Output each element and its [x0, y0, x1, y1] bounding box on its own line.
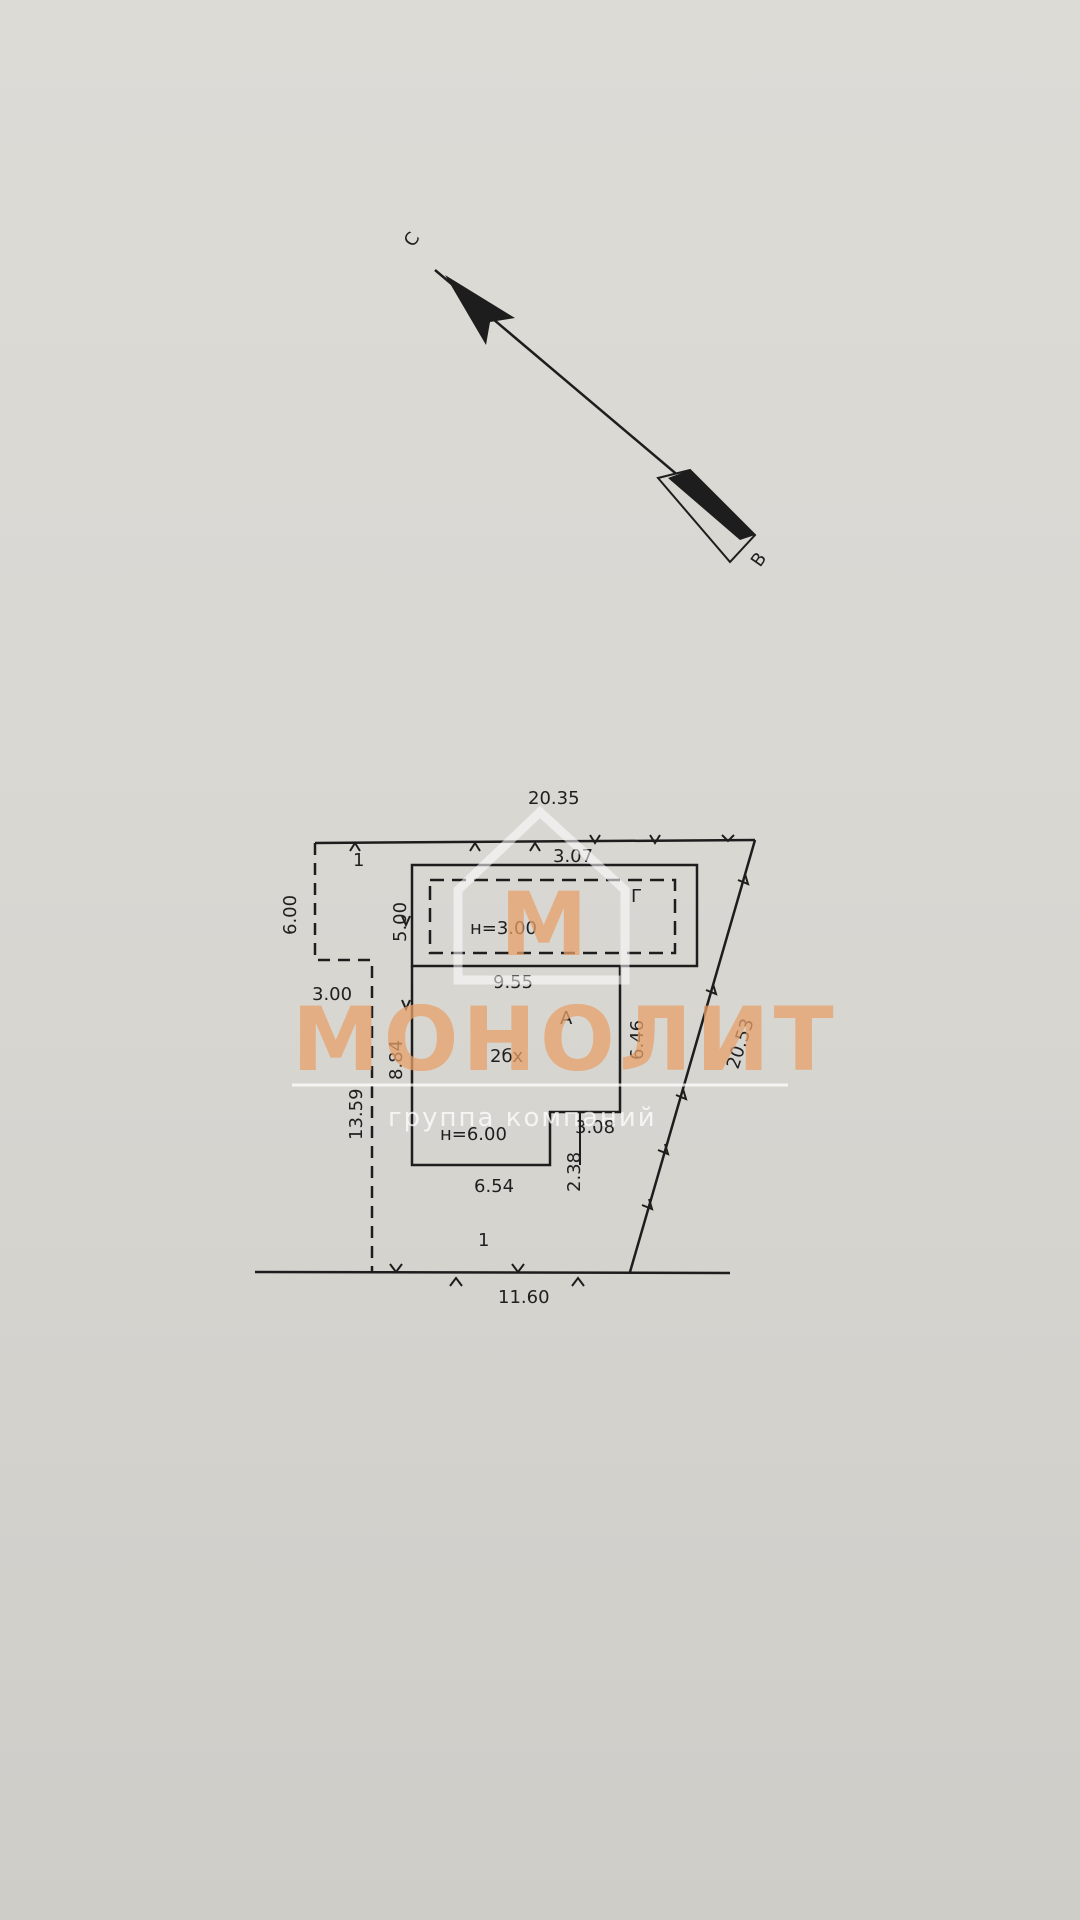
- plot-left-offset-h: 3.00: [312, 984, 352, 1005]
- tick-mark: [389, 1263, 403, 1274]
- building-a-outline: [410, 966, 622, 1167]
- tick-mark: [705, 983, 718, 996]
- building-a-floors: 2бх: [490, 1046, 524, 1067]
- tick-mark: [641, 1198, 654, 1211]
- building-g-letter: Г: [631, 886, 642, 907]
- tick-mark: [469, 841, 481, 852]
- tick-mark: [401, 999, 411, 1012]
- watermark-name: МОНОЛИТ: [292, 988, 838, 1091]
- tick-mark: [657, 1143, 670, 1156]
- building-g: [410, 863, 699, 968]
- tick-mark: [675, 1088, 688, 1101]
- tick-mark: [721, 834, 735, 843]
- compass-east-label: В: [747, 549, 771, 571]
- watermark: М МОНОЛИТ группа компаний: [292, 805, 838, 1133]
- tick-mark: [589, 834, 601, 845]
- compass-tail-fill: [668, 470, 755, 540]
- building-a-step-h-dim: 3.08: [575, 1117, 615, 1138]
- building-a-left-dim: 8.84: [386, 1040, 407, 1080]
- tick-mark: [571, 1276, 585, 1287]
- tick-mark: [529, 841, 541, 852]
- plot-number-bottom: 1: [478, 1230, 489, 1251]
- compass-north-label: С: [400, 229, 424, 251]
- watermark-subtitle: группа компаний: [388, 1103, 657, 1133]
- building-a-right-dim: 6.46: [627, 1020, 648, 1060]
- plot-top-dim: 20.35: [528, 788, 580, 809]
- building-g-outline: [410, 863, 699, 968]
- tick-mark: [401, 915, 411, 928]
- compass-north-head: [445, 275, 515, 345]
- plot-left-dashed: [313, 843, 374, 1272]
- compass-tail-outline: [656, 468, 757, 564]
- building-a: [410, 966, 622, 1167]
- building-a-height: н=6.00: [440, 1124, 507, 1145]
- building-a-step-v-dim: 2.38: [564, 1152, 585, 1192]
- boundary-ticks: [349, 834, 750, 1287]
- building-g-height: н=3.00: [470, 918, 537, 939]
- tick-mark: [449, 1276, 463, 1287]
- plot-number-top: 1: [353, 850, 364, 871]
- watermark-house-icon: [453, 805, 630, 985]
- plot-left-offset-v: 6.00: [280, 895, 301, 935]
- watermark-letter: М: [500, 873, 592, 976]
- tick-mark: [511, 1263, 525, 1274]
- plot-bottom-line: [254, 1270, 731, 1275]
- tick-mark: [349, 841, 361, 852]
- building-g-depth-dim: 5.00: [390, 902, 411, 942]
- plot-bottom-dim: 11.60: [498, 1287, 550, 1308]
- building-g-dashed: [428, 878, 677, 955]
- plot-left-dim: 13.59: [346, 1088, 367, 1140]
- building-a-letter: А: [560, 1008, 573, 1029]
- compass-arrow: С В: [400, 229, 771, 571]
- tick-mark: [649, 834, 661, 845]
- plot-right-line: [628, 839, 757, 1273]
- building-a-bottom-dim: 6.54: [474, 1176, 514, 1197]
- tick-mark: [737, 873, 750, 886]
